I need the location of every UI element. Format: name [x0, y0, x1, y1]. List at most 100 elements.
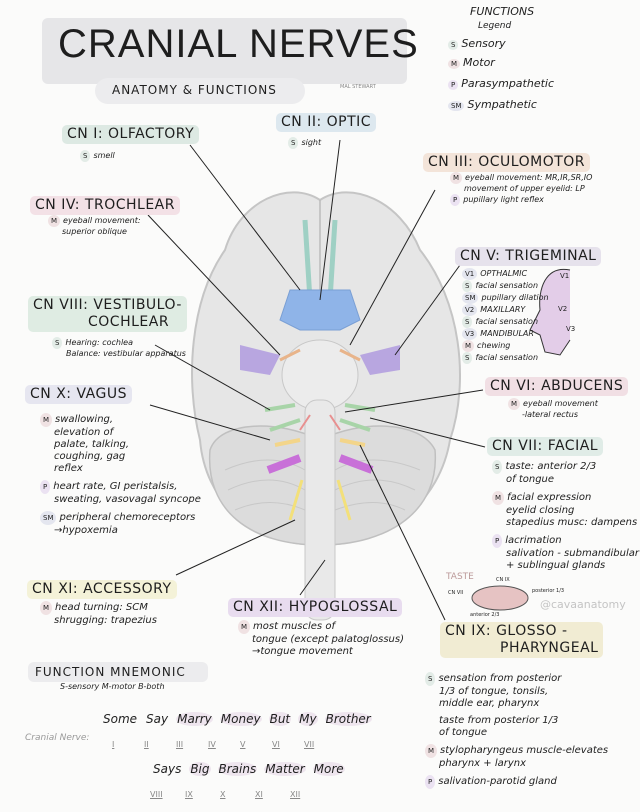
function-code: SM [462, 292, 479, 304]
mnemonic-highlight [28, 662, 208, 682]
mnemonic-key: S-sensory M-motor B-both [60, 682, 165, 691]
function-text: pupillary light reflex [463, 195, 544, 204]
function-line: eyelid closing [492, 505, 640, 517]
function-code: M [425, 744, 438, 758]
function-line: movement of upper eyelid: LP [450, 184, 592, 194]
function-code: V2 [462, 304, 478, 316]
function-text: stylopharyngeus muscle-elevates [440, 745, 609, 756]
function-text: Hearing: cochlea [65, 338, 133, 347]
nerve-title: CN I: OLFACTORY [67, 126, 195, 142]
subtitle: ANATOMY & FUNCTIONS [112, 83, 277, 97]
optic-chiasm [279, 289, 361, 331]
function-text: facial sensation [475, 281, 539, 290]
cn7-label: CN VII: FACIAL [487, 437, 604, 456]
nerve-numeral: X [220, 790, 226, 799]
function-text: stapedius musc: dampens sound [506, 517, 640, 528]
function-text: MAXILLARY [480, 305, 526, 314]
nerve-numeral: I [112, 740, 115, 749]
function-code: P [492, 534, 503, 548]
cn4-label: CN IV: TROCHLEAR [30, 196, 180, 215]
function-text: -lateral rectus [522, 410, 579, 419]
function-text: + sublingual glands [506, 560, 606, 571]
nerve-numeral: VIII [150, 790, 163, 799]
nerve-numeral: XII [290, 790, 301, 799]
legend-code: P [448, 80, 459, 90]
function-code: P [425, 775, 436, 789]
nerve-numeral: XI [255, 790, 263, 799]
cn9-label: CN IX: GLOSSO -PHARYNGEAL [440, 622, 604, 658]
face-region-label: V1 [560, 272, 570, 280]
function-line: Balance: vestibular apparatus [52, 349, 186, 359]
function-line: taste from posterior 1/3 [425, 715, 608, 727]
nerve-title: CN XI: ACCESSORY [32, 581, 172, 597]
function-text: facial sensation [475, 353, 539, 362]
function-code: P [40, 480, 51, 494]
function-code: M [48, 215, 61, 227]
function-text: lacrimation [505, 535, 562, 546]
tongue-diagram [471, 585, 529, 611]
author: MAL STEWART [340, 84, 376, 90]
function-text: of tongue [506, 474, 555, 485]
cerebellum-folds [224, 459, 421, 511]
taste-anterior: anterior 2/3 [470, 612, 500, 618]
mnemonic-word: Brains [217, 762, 258, 776]
cn8-label: CN VIII: VESTIBULO-COCHLEAR [28, 296, 187, 332]
function-text: movement of upper eyelid: LP [464, 184, 585, 193]
nerve-numeral: VII [304, 740, 315, 749]
function-line: + sublingual glands [492, 560, 640, 572]
legend-heading: FUNCTIONS [470, 5, 535, 18]
function-text: of tongue [439, 727, 488, 738]
function-code: M [40, 601, 53, 615]
nerve-title-2: COCHLEAR [88, 314, 170, 330]
cn12-label: CN XII: HYPOGLOSSAL [228, 598, 403, 617]
mnemonic-title: FUNCTION MNEMONIC [35, 665, 186, 679]
mnemonic-word: Money [219, 712, 262, 726]
function-text: eyeball movement [523, 399, 598, 408]
function-text: facial sensation [475, 317, 539, 326]
nerve-title: CN XII: HYPOGLOSSAL [233, 599, 398, 615]
function-text: sensation from posterior [438, 673, 562, 684]
function-line: pharynx + larynx [425, 758, 608, 770]
accessory-nerves [288, 479, 352, 521]
oculomotor-nerves [279, 348, 361, 362]
function-text: palate, talking, [54, 439, 130, 450]
function-line: sweating, vasovagal syncope [40, 494, 201, 506]
function-text: elevation of [54, 427, 114, 438]
function-text: middle ear, pharynx [439, 698, 540, 709]
function-code: M [508, 398, 521, 410]
mnemonic-word: Marry [176, 712, 213, 726]
title-highlight [42, 18, 407, 84]
function-code: M [450, 172, 463, 184]
function-code: M [238, 620, 251, 634]
function-text: pupillary dilation [481, 293, 549, 302]
function-line: coughing, gag [40, 451, 201, 463]
cn1-label: CN I: OLFACTORY [62, 125, 200, 144]
small-nerves [264, 403, 376, 432]
function-line: middle ear, pharynx [425, 698, 608, 710]
function-text: facial expression [507, 492, 592, 503]
cn11-label: CN XI: ACCESSORY [27, 580, 177, 599]
nerve-title: CN II: OPTIC [281, 114, 372, 130]
nerve-title: CN IX: GLOSSO - [445, 623, 568, 639]
nerve-title-2: PHARYNGEAL [500, 640, 599, 656]
